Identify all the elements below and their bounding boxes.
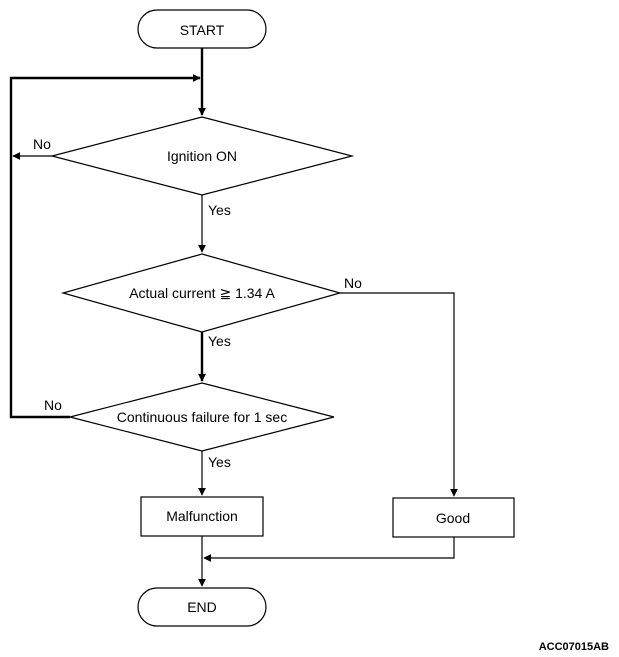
malfunction-box (140, 496, 264, 537)
end-terminal (137, 587, 267, 627)
start-label: START (180, 22, 225, 38)
good-label: Good (436, 510, 470, 526)
failure-label: Continuous failure for 1 sec (117, 409, 287, 425)
figure-code: ACC07015AB (539, 641, 609, 653)
current-label: Actual current ≧ 1.34 A (129, 285, 275, 301)
ignition-label: Ignition ON (167, 148, 237, 164)
flow-good-to-merge (203, 537, 455, 562)
flow-current-no (340, 292, 458, 497)
failure-no-label: No (44, 397, 62, 413)
flow-loop-return (9, 74, 201, 419)
end-label: END (187, 599, 217, 615)
malfunction-label: Malfunction (166, 508, 238, 524)
current-no-label: No (344, 275, 362, 291)
current-yes-label: Yes (208, 333, 231, 349)
ignition-no-label: No (33, 136, 51, 152)
failure-yes-label: Yes (208, 454, 231, 470)
ignition-yes-label: Yes (208, 202, 231, 218)
